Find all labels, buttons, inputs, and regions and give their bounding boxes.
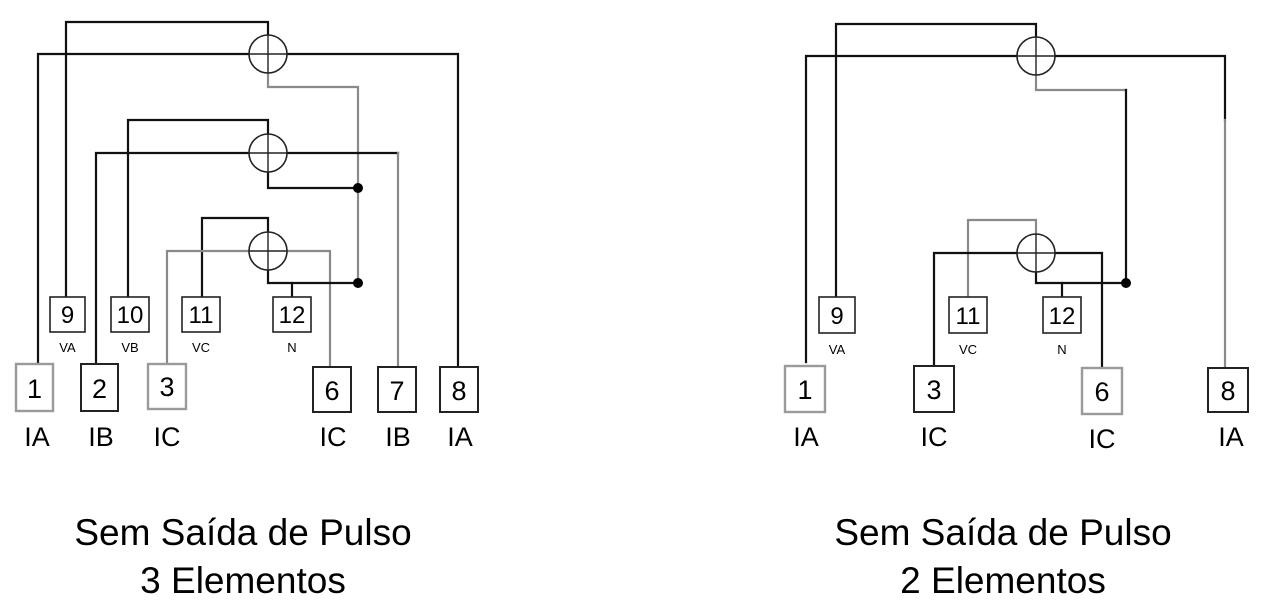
diagram-3-elements: 9 VA 10 VB 11 VC 12 N 1 IA 2 IB [14, 20, 479, 601]
svg-text:10: 10 [117, 302, 144, 329]
svg-text:VA: VA [59, 340, 76, 355]
wire-vc [200, 216, 270, 300]
wire-ia-out [286, 52, 460, 372]
element-c [1016, 233, 1056, 273]
terminal-1: 1 IA [783, 364, 827, 452]
svg-text:IB: IB [385, 422, 411, 452]
svg-text:IA: IA [447, 422, 473, 452]
svg-text:VC: VC [959, 342, 977, 357]
svg-text:3: 3 [159, 372, 174, 402]
wire-ic-in [165, 249, 251, 368]
wire-ic-out [285, 249, 332, 372]
terminal-6: 6 IC [312, 366, 352, 452]
wire-ia-out [1053, 54, 1227, 122]
junction-dot [353, 278, 363, 288]
terminal-2: 2 IB [80, 363, 119, 452]
svg-text:1: 1 [797, 375, 812, 405]
wire-va [834, 22, 1038, 300]
caption-line-1: Sem Saída de Pulso [834, 512, 1171, 553]
svg-text:12: 12 [279, 302, 306, 329]
caption-line-1: Sem Saída de Pulso [74, 512, 411, 553]
svg-text:VC: VC [192, 340, 210, 355]
svg-text:IC: IC [921, 422, 948, 452]
terminal-8: 8 IA [1207, 367, 1249, 452]
terminal-10: 10 VB [110, 296, 150, 355]
svg-text:IA: IA [24, 422, 50, 452]
terminal-6: 6 IC [1080, 366, 1124, 454]
svg-text:IA: IA [1218, 422, 1244, 452]
svg-text:6: 6 [1094, 377, 1109, 407]
svg-text:IA: IA [793, 422, 819, 452]
svg-text:9: 9 [830, 303, 843, 330]
svg-text:IC: IC [154, 422, 181, 452]
svg-text:N: N [287, 340, 296, 355]
svg-text:IC: IC [320, 422, 347, 452]
wire-vc [966, 218, 1038, 300]
svg-text:2: 2 [92, 374, 107, 404]
svg-text:8: 8 [1220, 376, 1235, 406]
wire-va [64, 20, 270, 300]
terminal-9: 9 VA [818, 296, 856, 357]
wire-ia-in [804, 54, 1019, 364]
svg-text:N: N [1057, 342, 1066, 357]
wire-ib-in [94, 151, 250, 364]
terminal-1: 1 IA [14, 362, 55, 452]
svg-text:VA: VA [829, 342, 846, 357]
svg-text:11: 11 [189, 302, 214, 329]
element-a [1016, 36, 1056, 76]
wire-vb [126, 118, 270, 300]
svg-text:8: 8 [451, 376, 466, 406]
svg-text:7: 7 [389, 376, 404, 406]
junction-dot [1121, 278, 1131, 288]
terminal-11: 11 VC [948, 296, 988, 357]
junction-dot [353, 183, 363, 193]
caption-line-2: 2 Elementos [900, 560, 1106, 601]
svg-text:6: 6 [324, 376, 339, 406]
terminal-12: 12 N [1042, 296, 1082, 357]
element-c [248, 231, 288, 271]
svg-text:IB: IB [88, 422, 114, 452]
terminal-12: 12 N [272, 296, 312, 355]
svg-text:12: 12 [1049, 303, 1076, 330]
diagram-2-elements: 9 VA 11 VC 12 N 1 IA 3 IC 6 IC [783, 22, 1249, 601]
wire-a-neutral [1034, 72, 1128, 92]
element-a [248, 34, 288, 74]
svg-text:VB: VB [121, 340, 138, 355]
element-b [248, 133, 288, 173]
svg-text:9: 9 [61, 302, 74, 329]
wire-ic-in [932, 251, 1019, 368]
terminal-7: 7 IB [377, 366, 417, 452]
wire-b-neutral [266, 169, 360, 190]
caption-line-2: 3 Elementos [140, 560, 346, 601]
wire-ia-in [36, 52, 250, 364]
svg-text:1: 1 [27, 374, 42, 404]
wire-c-neutral [266, 267, 360, 285]
svg-text:3: 3 [926, 375, 941, 405]
terminal-3: 3 IC [913, 365, 955, 452]
terminal-3: 3 IC [146, 362, 188, 452]
wire-c-neutral [1034, 270, 1128, 285]
terminal-9: 9 VA [49, 296, 86, 355]
wiring-3-elements [36, 20, 460, 372]
wiring-2-elements [804, 22, 1227, 370]
terminal-11: 11 VC [181, 296, 221, 355]
svg-text:11: 11 [956, 303, 981, 330]
svg-text:IC: IC [1089, 424, 1116, 454]
terminal-8: 8 IA [439, 366, 479, 452]
wire-ic-out [1053, 251, 1104, 370]
